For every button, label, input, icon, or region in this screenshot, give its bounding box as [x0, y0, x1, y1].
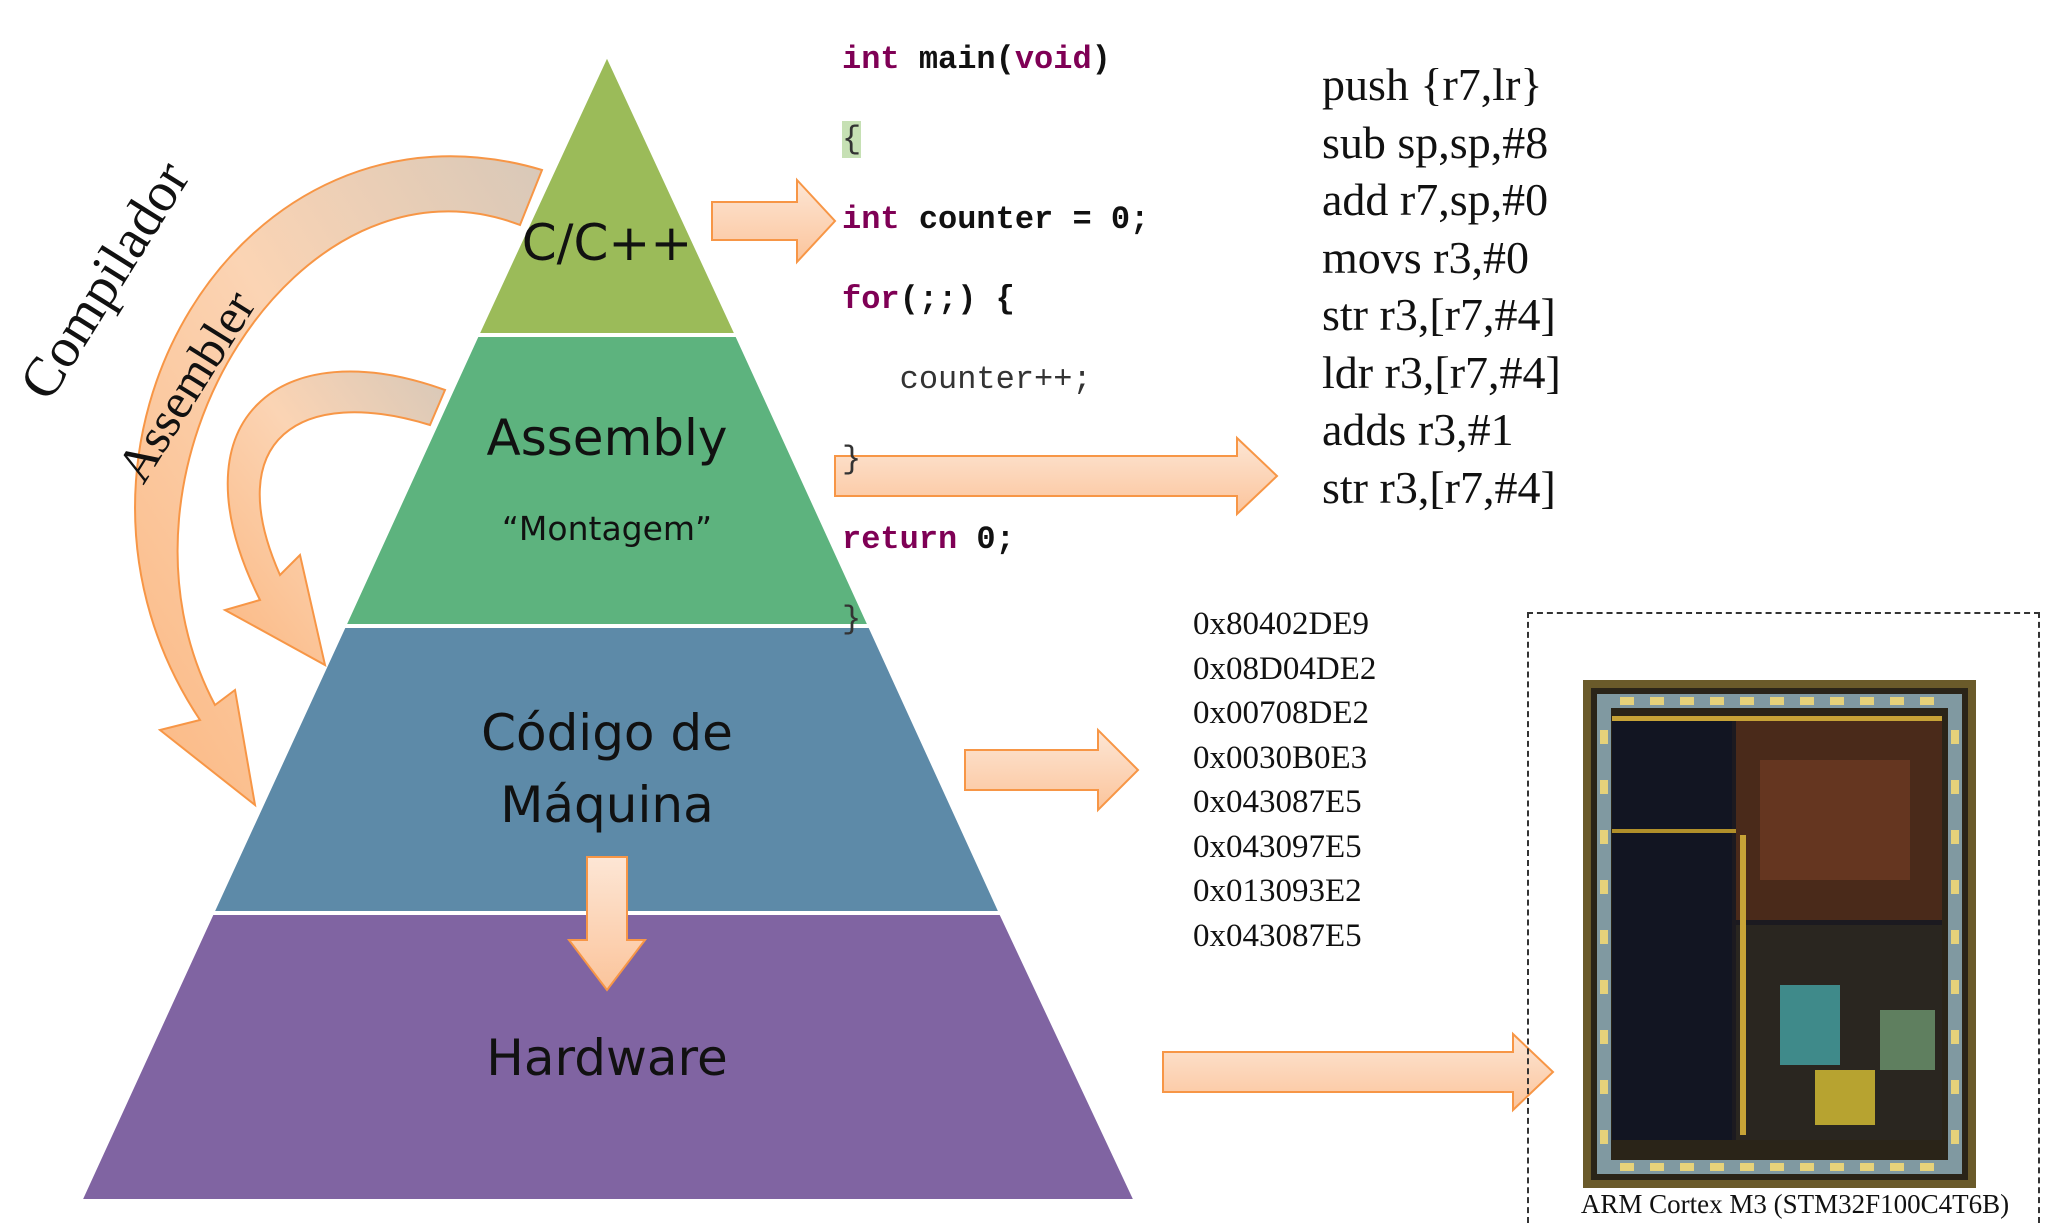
hex-line: 0x80402DE9 — [1193, 606, 1369, 642]
code-line-8: } — [842, 601, 862, 638]
arrow-cpp-to-code — [711, 177, 837, 265]
asm-line: push {r7,lr} — [1322, 59, 1543, 110]
assembly-layer — [340, 333, 874, 628]
hex-line: 0x043087E5 — [1193, 784, 1362, 820]
arrow-machine-to-hex — [964, 727, 1140, 813]
chip-caption: ARM Cortex M3 (STM32F100C4T6B) — [1580, 1189, 2010, 1219]
assembly-label: Assembly — [487, 409, 728, 467]
asm-line: adds r3,#1 — [1322, 404, 1514, 455]
hardware-layer — [76, 911, 1140, 1203]
asm-line: add r7,sp,#0 — [1322, 174, 1549, 225]
hardware-label: Hardware — [486, 1029, 727, 1087]
machine-code-label-line1: Código de — [481, 704, 733, 762]
hex-line: 0x043097E5 — [1193, 828, 1362, 865]
code-line-6: } — [842, 441, 862, 478]
asm-line: str r3,[r7,#4] — [1322, 461, 1556, 513]
arrow-machine-to-hardware — [566, 856, 648, 992]
hex-line: 0x0030B0E3 — [1193, 739, 1368, 776]
code-line-3: int counter = 0; — [842, 201, 1150, 238]
code-line-4: for(;;) { — [842, 281, 1015, 318]
hex-line: 0x00708DE2 — [1193, 695, 1369, 731]
asm-line: movs r3,#0 — [1322, 231, 1529, 283]
hex-line: 0x013093E2 — [1193, 873, 1362, 909]
cpp-label: C/C++ — [522, 214, 692, 272]
code-line-2: { — [842, 121, 862, 158]
assembly-sublabel: “Montagem” — [502, 509, 712, 548]
assembler-curved-arrow — [222, 370, 447, 667]
hex-line: 0x043087E5 — [1193, 917, 1362, 954]
arrow-assembly-to-asm — [834, 435, 1279, 517]
machine-code-label-line2: Máquina — [500, 776, 713, 834]
code-line-7: return 0; — [842, 521, 1015, 558]
hex-line: 0x08D04DE2 — [1193, 650, 1377, 687]
asm-line: ldr r3,[r7,#4] — [1322, 346, 1561, 398]
compiler-curved-arrow — [134, 155, 544, 808]
machine-code-listing: 0x80402DE9 0x08D04DE2 0x00708DE2 0x0030B… — [1193, 602, 1376, 958]
chip-die-image — [1583, 680, 1976, 1188]
code-line-5: counter++; — [842, 361, 1092, 398]
chip-frame — [1527, 612, 2040, 1223]
arrow-hardware-to-chip — [1162, 1031, 1555, 1113]
assembly-listing: push {r7,lr} sub sp,sp,#8 add r7,sp,#0 m… — [1322, 56, 1561, 516]
c-source-code: int main(void) { int counter = 0; for(;;… — [842, 2, 1149, 660]
code-line-1: int main(void) — [842, 41, 1111, 78]
asm-line: str r3,[r7,#4] — [1322, 289, 1556, 340]
asm-line: sub sp,sp,#8 — [1322, 116, 1549, 168]
